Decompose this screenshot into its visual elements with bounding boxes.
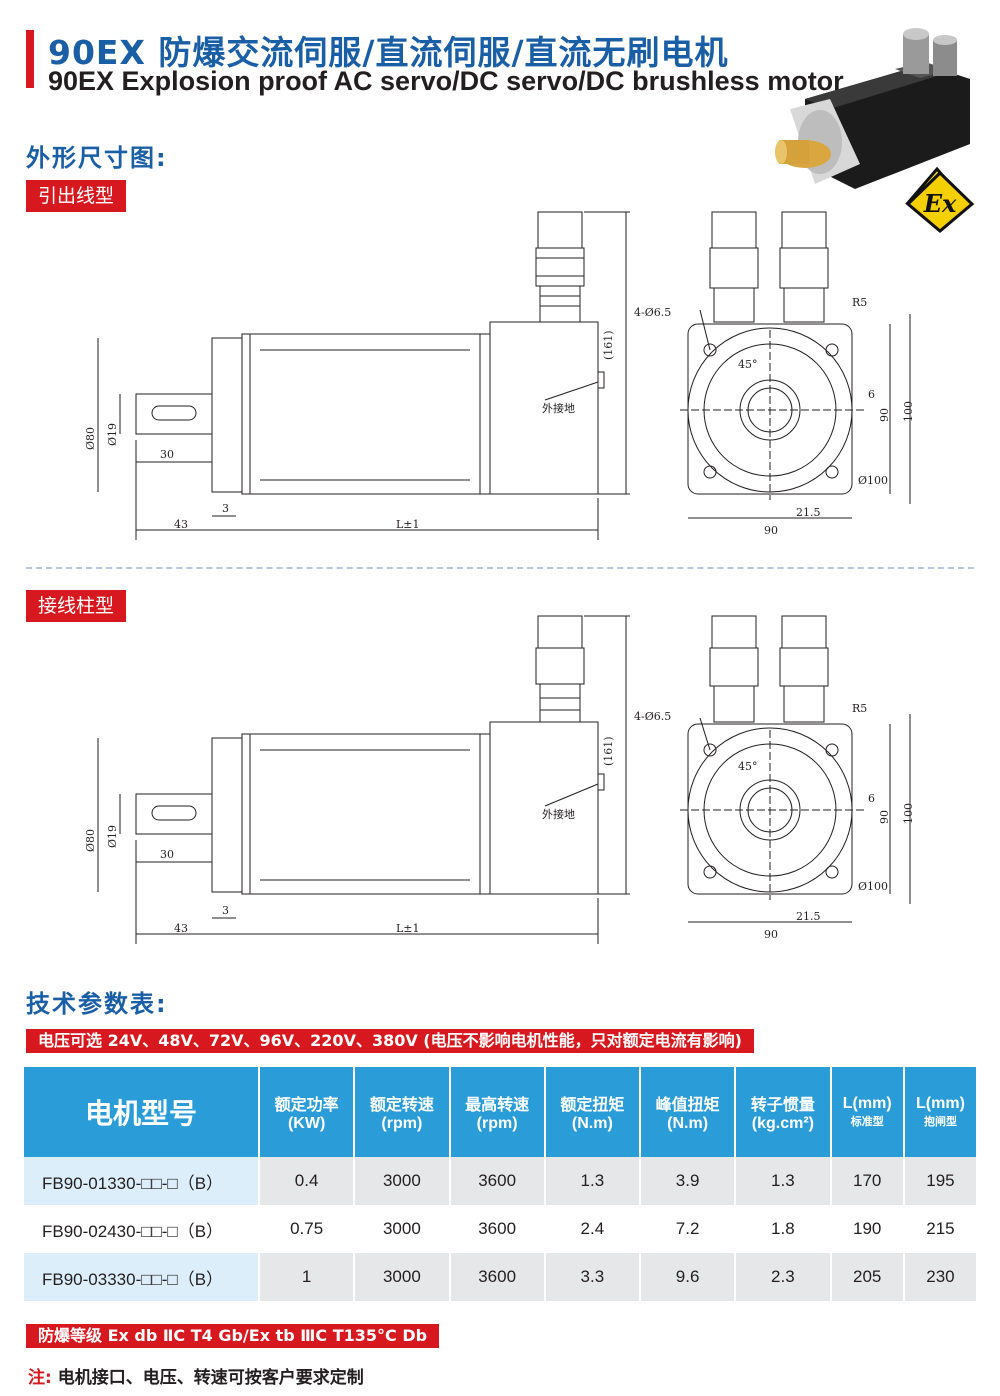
col-length-brake: L(mm)抱闸型 (903, 1067, 976, 1157)
col-rated-torque: 额定扭矩(N.m) (544, 1067, 642, 1157)
motor-photo (775, 28, 970, 204)
voltage-note: 电压可选 24V、48V、72V、96V、220V、380V (电压不影响电机性… (26, 1029, 754, 1053)
svg-text:Ex: Ex (923, 189, 957, 218)
specs-heading: 技术参数表: (26, 990, 168, 1018)
angle-label: 45° (738, 358, 758, 371)
col-model: 电机型号 (24, 1067, 260, 1157)
table-row: FB90-02430-□□-□（B） 0.75 3000 3600 2.4 7.… (24, 1205, 976, 1253)
radius-label: R5 (852, 296, 867, 309)
explosion-grade-badge: 防爆等级 Ex db ⅡC T4 Gb/Ex tb ⅢC T135°C Db (26, 1324, 440, 1348)
body-length-label: L±1 (396, 518, 420, 531)
pcd-label-2: Ø100 (858, 880, 888, 893)
gap-label: 3 (222, 502, 229, 515)
page-subtitle: 90EX Explosion proof AC servo/DC servo/D… (48, 66, 844, 96)
side-view-drawing-lead-wire: (161) 外接地 Ø80 Ø19 30 43 3 L±1 (84, 211, 630, 540)
bolt-holes-label-2: 4-Ø6.5 (634, 710, 671, 723)
outer-label: 100 (902, 401, 915, 422)
terminal-type-tag: 接线柱型 (26, 590, 127, 622)
col-power: 额定功率(KW) (259, 1067, 356, 1157)
col-max-speed: 最高转速(rpm) (449, 1067, 546, 1157)
dimensions-heading: 外形尺寸图: (26, 144, 168, 172)
width-label-2: 90 (764, 928, 778, 941)
footer-note: 注: 电机接口、电压、转速可按客户要求定制 (28, 1363, 364, 1388)
flange-dia-label: Ø80 (84, 427, 97, 450)
width-label: 90 (764, 524, 778, 537)
ex-certification-icon: Ex (905, 170, 975, 233)
flange-dia-label-2: Ø80 (84, 829, 97, 852)
side-view-drawing-terminal: (161) 外接地 Ø80 Ø19 30 43 3 L±1 (84, 615, 630, 944)
end-view-drawing-lead-wire: 4-Ø6.5 R5 45° 6 90 100 Ø100 21.5 90 (634, 211, 915, 537)
square-label: 90 (878, 408, 891, 422)
table-header-row: 电机型号 额定功率(KW) 额定转速(rpm) 最高转速(rpm) 额定扭矩(N… (24, 1067, 976, 1157)
bolt-holes-label: 4-Ø6.5 (634, 306, 671, 319)
key-depth-label: 21.5 (796, 506, 821, 519)
key-depth-label-2: 21.5 (796, 910, 821, 923)
angle-label-2: 45° (738, 760, 758, 773)
section-divider (26, 567, 974, 569)
pcd-label: Ø100 (858, 474, 888, 487)
height-label-2: (161) (602, 736, 615, 766)
col-inertia: 转子惯量(kg.cm²) (735, 1067, 832, 1157)
height-label: (161) (602, 330, 615, 360)
radius-label-2: R5 (852, 702, 867, 715)
shaft-dia-label: Ø19 (106, 423, 119, 446)
col-peak-torque: 峰值扭矩(N.m) (640, 1067, 737, 1157)
lead-wire-type-tag: 引出线型 (26, 180, 127, 212)
shaft-length-label-2: 43 (174, 922, 188, 935)
outer-label-2: 100 (902, 803, 915, 824)
note-prefix: 注: (28, 1368, 52, 1388)
title-accent-bar (26, 30, 34, 88)
square-label-2: 90 (878, 810, 891, 824)
key-width-label-2: 6 (868, 792, 875, 805)
key-length-label: 30 (160, 448, 174, 461)
table-row: FB90-01330-□□-□（B） 0.4 3000 3600 1.3 3.9… (24, 1157, 976, 1205)
table-row: FB90-03330-□□-□（B） 1 3000 3600 3.3 9.6 2… (24, 1253, 976, 1301)
shaft-length-label: 43 (174, 518, 188, 531)
col-rated-speed: 额定转速(rpm) (354, 1067, 451, 1157)
gap-label-2: 3 (222, 904, 229, 917)
col-length-standard: L(mm)标准型 (830, 1067, 905, 1157)
page-title: 90EX 防爆交流伺服/直流伺服/直流无刷电机 (48, 33, 729, 72)
ground-label-2: 外接地 (542, 808, 575, 821)
shaft-dia-label-2: Ø19 (106, 825, 119, 848)
key-width-label: 6 (868, 388, 875, 401)
note-text: 电机接口、电压、转速可按客户要求定制 (57, 1368, 364, 1388)
end-view-drawing-terminal: 4-Ø6.5 R5 45° 6 90 100 Ø100 21.5 90 (634, 615, 915, 941)
spec-table: 电机型号 额定功率(KW) 额定转速(rpm) 最高转速(rpm) 额定扭矩(N… (24, 1067, 976, 1301)
key-length-label-2: 30 (160, 848, 174, 861)
body-length-label-2: L±1 (396, 922, 420, 935)
ground-label: 外接地 (542, 402, 575, 415)
